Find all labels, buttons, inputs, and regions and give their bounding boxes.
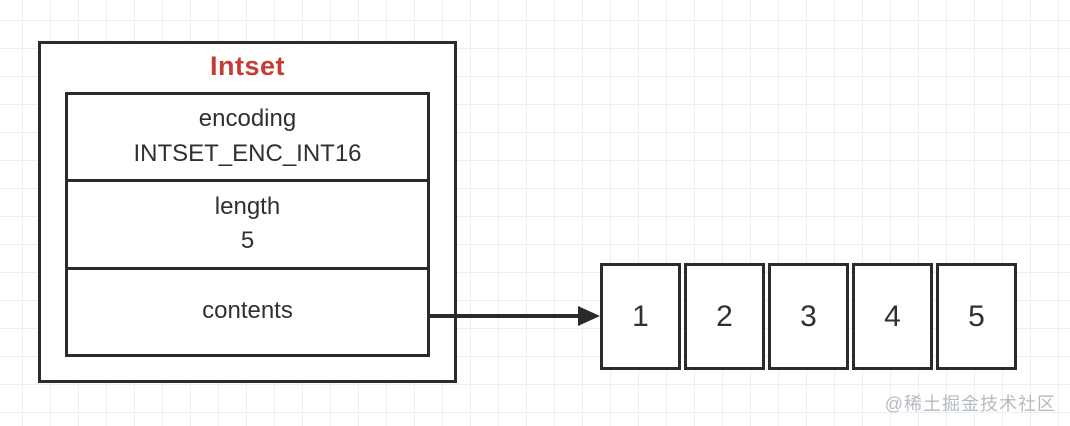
field-label-contents: contents [202,297,293,325]
contents-array: 1 2 3 4 5 [600,263,1017,370]
field-value-length: 5 [240,227,255,255]
field-row-encoding: encoding INTSET_ENC_INT16 [68,95,427,179]
intset-struct-box: Intset encoding INTSET_ENC_INT16 length … [38,41,457,383]
array-cell: 4 [852,263,933,370]
contents-pointer-arrow-line [430,314,582,318]
contents-pointer-arrow-head [578,306,600,326]
field-label-encoding: encoding [198,105,297,133]
field-row-contents: contents [68,266,427,354]
field-label-length: length [214,192,281,220]
intset-fields-table: encoding INTSET_ENC_INT16 length 5 conte… [65,92,430,357]
array-cell: 1 [600,263,681,370]
array-cell: 5 [936,263,1017,370]
intset-title: Intset [209,51,285,81]
field-row-length: length 5 [68,179,427,266]
array-cell: 2 [684,263,765,370]
array-cell: 3 [768,263,849,370]
watermark: @稀土掘金技术社区 [884,394,1056,414]
field-value-encoding: INTSET_ENC_INT16 [133,140,362,168]
